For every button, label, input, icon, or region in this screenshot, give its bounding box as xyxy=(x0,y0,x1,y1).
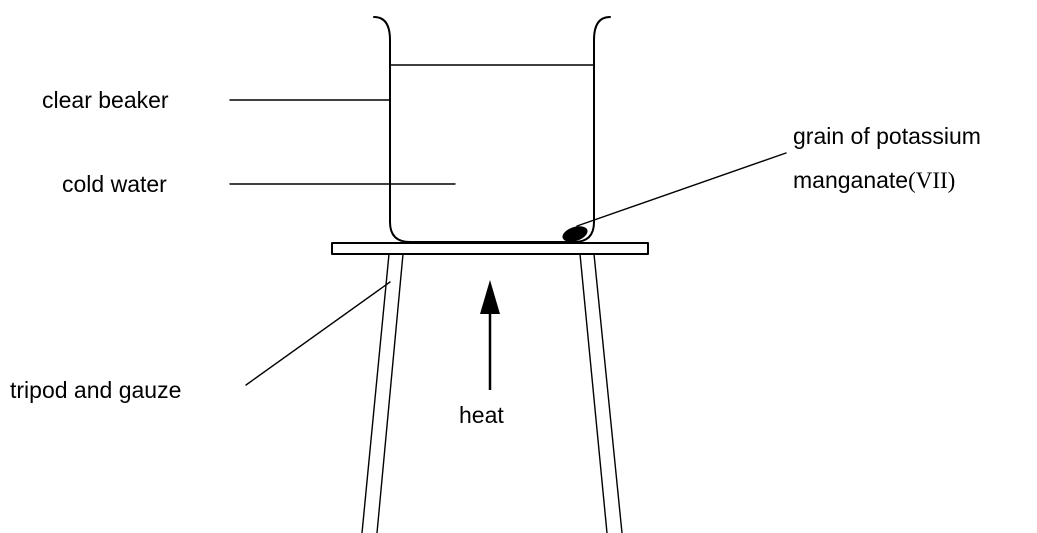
tripod-left-leg xyxy=(361,253,404,533)
heat-arrow-icon xyxy=(480,280,500,390)
label-heat: heat xyxy=(459,402,504,428)
tripod-legs xyxy=(361,253,623,533)
label-grain-line2: manganate(VII) xyxy=(793,167,955,193)
potassium-manganate-grain xyxy=(562,226,588,242)
label-tripod-and-gauze: tripod and gauze xyxy=(10,377,181,403)
tripod-right-leg xyxy=(579,253,623,533)
label-grain-line1: grain of potassium xyxy=(793,123,981,149)
leader-tripod-and-gauze xyxy=(245,281,391,386)
label-clear-beaker: clear beaker xyxy=(42,87,169,113)
label-grain-manganate: manganate xyxy=(793,167,908,193)
gauze xyxy=(331,242,649,255)
label-cold-water: cold water xyxy=(62,171,167,197)
beaker xyxy=(373,16,611,243)
label-grain-oxidation-state: (VII) xyxy=(908,168,955,193)
beaker-outline xyxy=(373,16,611,243)
leader-grain xyxy=(576,152,787,227)
